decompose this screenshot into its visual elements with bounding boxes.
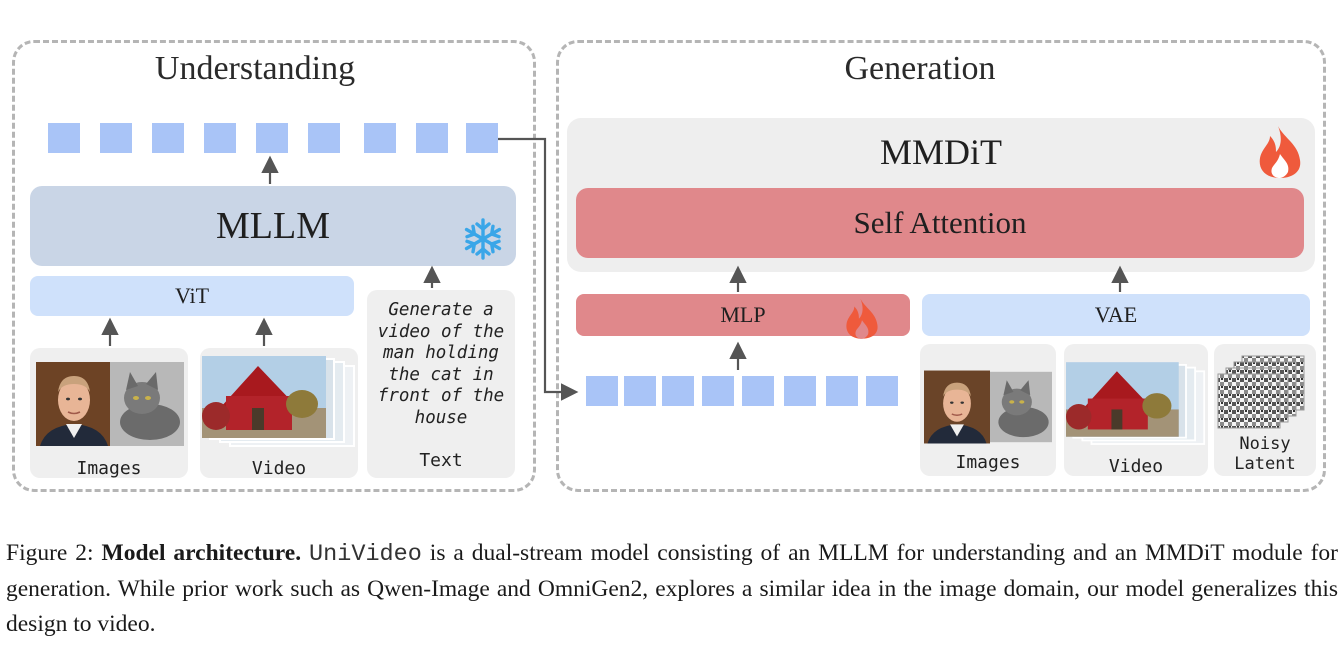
token xyxy=(784,376,816,406)
generation-panel xyxy=(556,40,1326,492)
self-attention-block: Self Attention xyxy=(576,188,1304,258)
caption-figure-label: Figure 2: xyxy=(6,540,94,566)
token xyxy=(48,123,80,153)
mlp-label: MLP xyxy=(720,302,766,327)
vae-block: VAE xyxy=(922,294,1310,336)
figure-caption: Figure 2: Model architecture. UniVideo i… xyxy=(6,536,1338,642)
video-frames-icon xyxy=(202,356,355,447)
noisy-label-line: Latent xyxy=(1234,454,1296,474)
token xyxy=(826,376,858,406)
video-frames-icon xyxy=(1066,362,1206,445)
gen-video-label: Video xyxy=(1108,456,1164,477)
token xyxy=(204,123,236,153)
caption-body: is a dual-stream model consisting of an … xyxy=(6,540,1338,637)
prompt-line: Generate a xyxy=(388,300,494,320)
prompt-line: man holding xyxy=(383,343,499,363)
noisy-latent-label: Noisy Latent xyxy=(1214,434,1316,474)
cat-photo-icon xyxy=(990,371,1052,443)
text-card xyxy=(367,290,515,478)
images-label: Images xyxy=(76,458,142,479)
understanding-panel xyxy=(12,40,536,492)
token xyxy=(586,376,618,406)
arrow xyxy=(498,137,579,401)
vae-label: VAE xyxy=(1094,302,1138,327)
mllm-label: MLLM xyxy=(216,205,330,247)
snowflake-icon xyxy=(464,218,502,260)
token xyxy=(466,123,498,153)
self-attention-label: Self Attention xyxy=(853,205,1027,240)
token xyxy=(702,376,734,406)
flame-icon xyxy=(846,298,878,339)
man-portrait-icon xyxy=(924,370,990,444)
token xyxy=(624,376,656,406)
token xyxy=(364,123,396,153)
token xyxy=(308,123,340,153)
token xyxy=(866,376,898,406)
prompt-line: video of the xyxy=(377,321,505,342)
video-label: Video xyxy=(251,458,307,479)
prompt-text: Generate a video of the man holding the … xyxy=(367,300,515,429)
gen-images-label: Images xyxy=(955,452,1021,473)
mllm-block: MLLM xyxy=(30,186,516,266)
text-label: Text xyxy=(419,450,463,471)
token xyxy=(416,123,448,153)
generation-title: Generation xyxy=(844,50,996,87)
token xyxy=(662,376,694,406)
noisy-label-line: Noisy xyxy=(1239,434,1291,454)
vit-block: ViT xyxy=(30,276,354,316)
token xyxy=(100,123,132,153)
understanding-title: Understanding xyxy=(154,50,356,87)
prompt-line: the cat in xyxy=(388,364,494,385)
man-portrait-icon xyxy=(36,362,112,446)
cat-photo-icon xyxy=(110,362,184,446)
mmdit-label: MMDiT xyxy=(879,132,1002,172)
prompt-line: house xyxy=(414,407,468,428)
flame-icon xyxy=(1259,126,1301,178)
token xyxy=(256,123,288,153)
arrows-layer xyxy=(101,137,1129,401)
caption-model-name: UniVideo xyxy=(309,541,422,568)
noisy-latent-icon xyxy=(1217,355,1305,429)
prompt-line: front of the xyxy=(377,386,505,406)
caption-bold-title: Model architecture. xyxy=(101,540,302,566)
vit-label: ViT xyxy=(174,283,210,308)
token xyxy=(742,376,774,406)
token xyxy=(152,123,184,153)
